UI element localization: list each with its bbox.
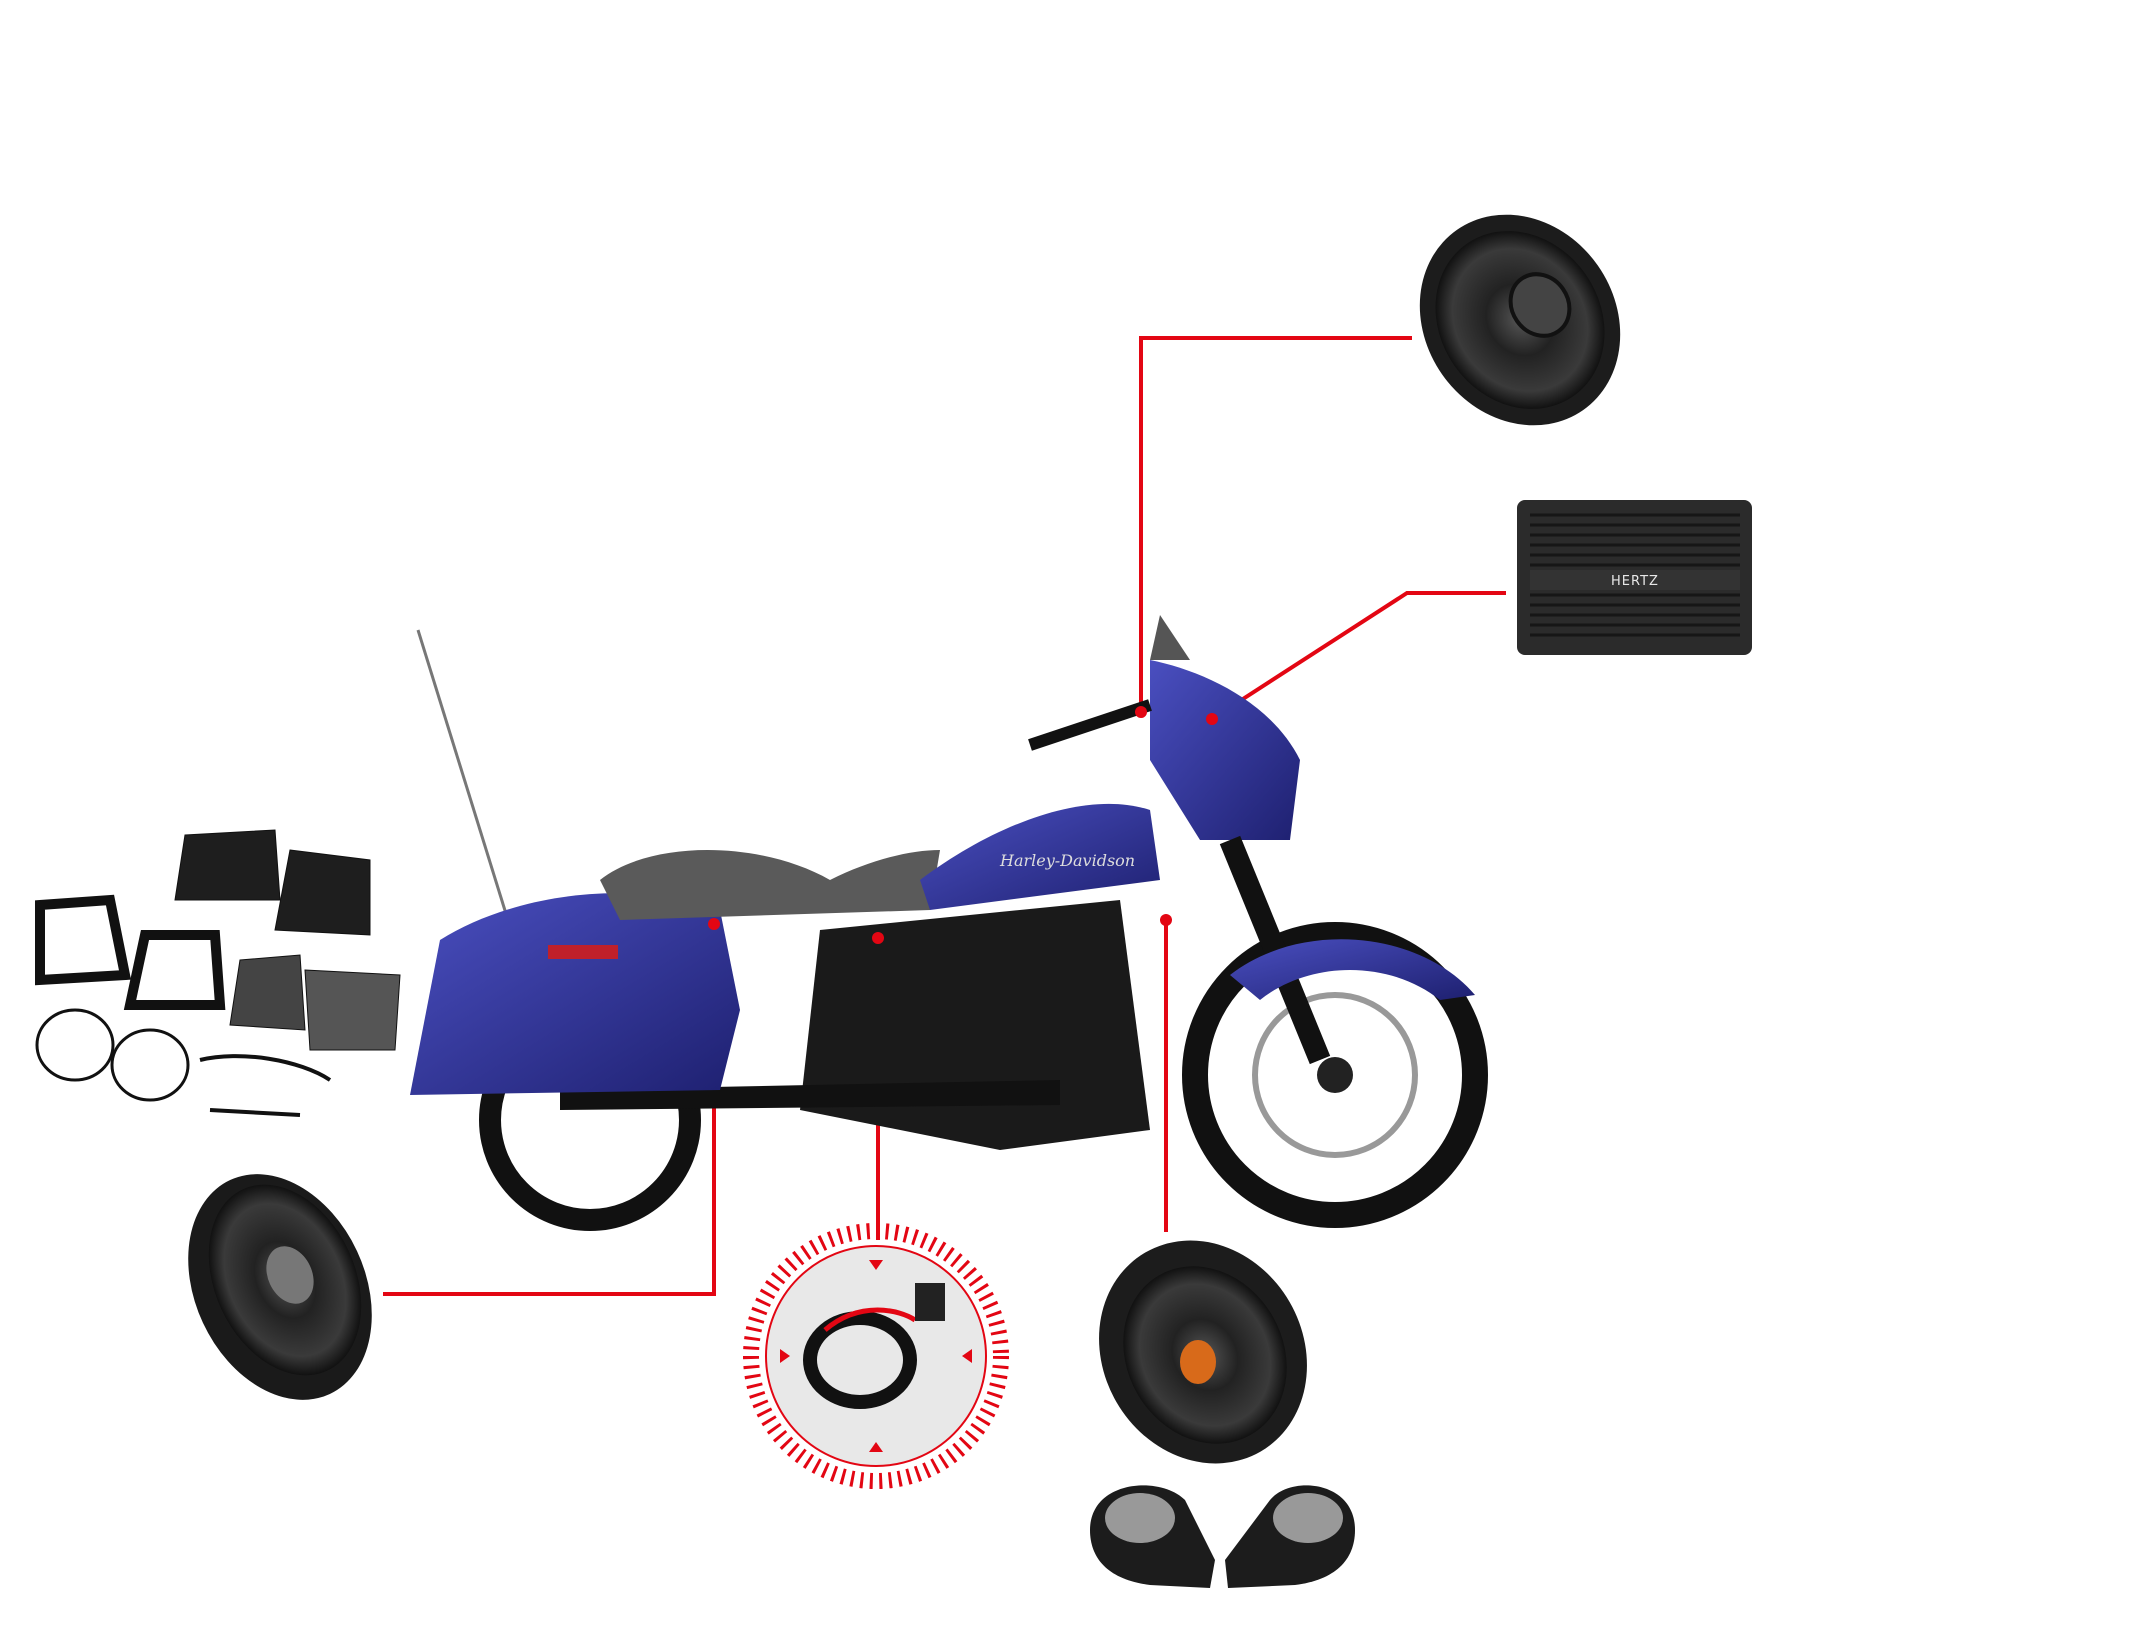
handlebar: [1028, 699, 1152, 751]
callout-lines: [383, 336, 1506, 1296]
callout-amplifier: [1210, 591, 1506, 721]
lower-speaker-product: [1099, 1240, 1307, 1464]
front-fender: [1230, 939, 1475, 1000]
frame-engine: [800, 900, 1150, 1150]
seat: [600, 850, 940, 920]
fuel-tank: [920, 803, 1160, 910]
saddlebag-speaker-product: [188, 1174, 372, 1400]
fairing-pods-product: [1090, 1485, 1355, 1588]
wiring-harness-product: [743, 1223, 1009, 1489]
amplifier-product: HERTZ: [1517, 500, 1752, 655]
saddlebag: [410, 893, 740, 1095]
tank-logo: Harley-Davidson: [999, 851, 1135, 870]
amplifier-brand: HERTZ: [1611, 574, 1659, 589]
antenna: [416, 629, 509, 918]
front-fork: [1219, 835, 1331, 1065]
front-wheel: [1182, 922, 1488, 1228]
callout-dots: [708, 706, 1218, 944]
callout-fairing-speaker: [1139, 336, 1412, 712]
fairing-speaker-product: [1419, 214, 1621, 426]
windshield: [1150, 615, 1190, 660]
fairing: [1150, 660, 1300, 840]
motorcycle-image: Harley-Davidson: [410, 615, 1488, 1231]
saddlebag-kit-product: [35, 829, 401, 1117]
